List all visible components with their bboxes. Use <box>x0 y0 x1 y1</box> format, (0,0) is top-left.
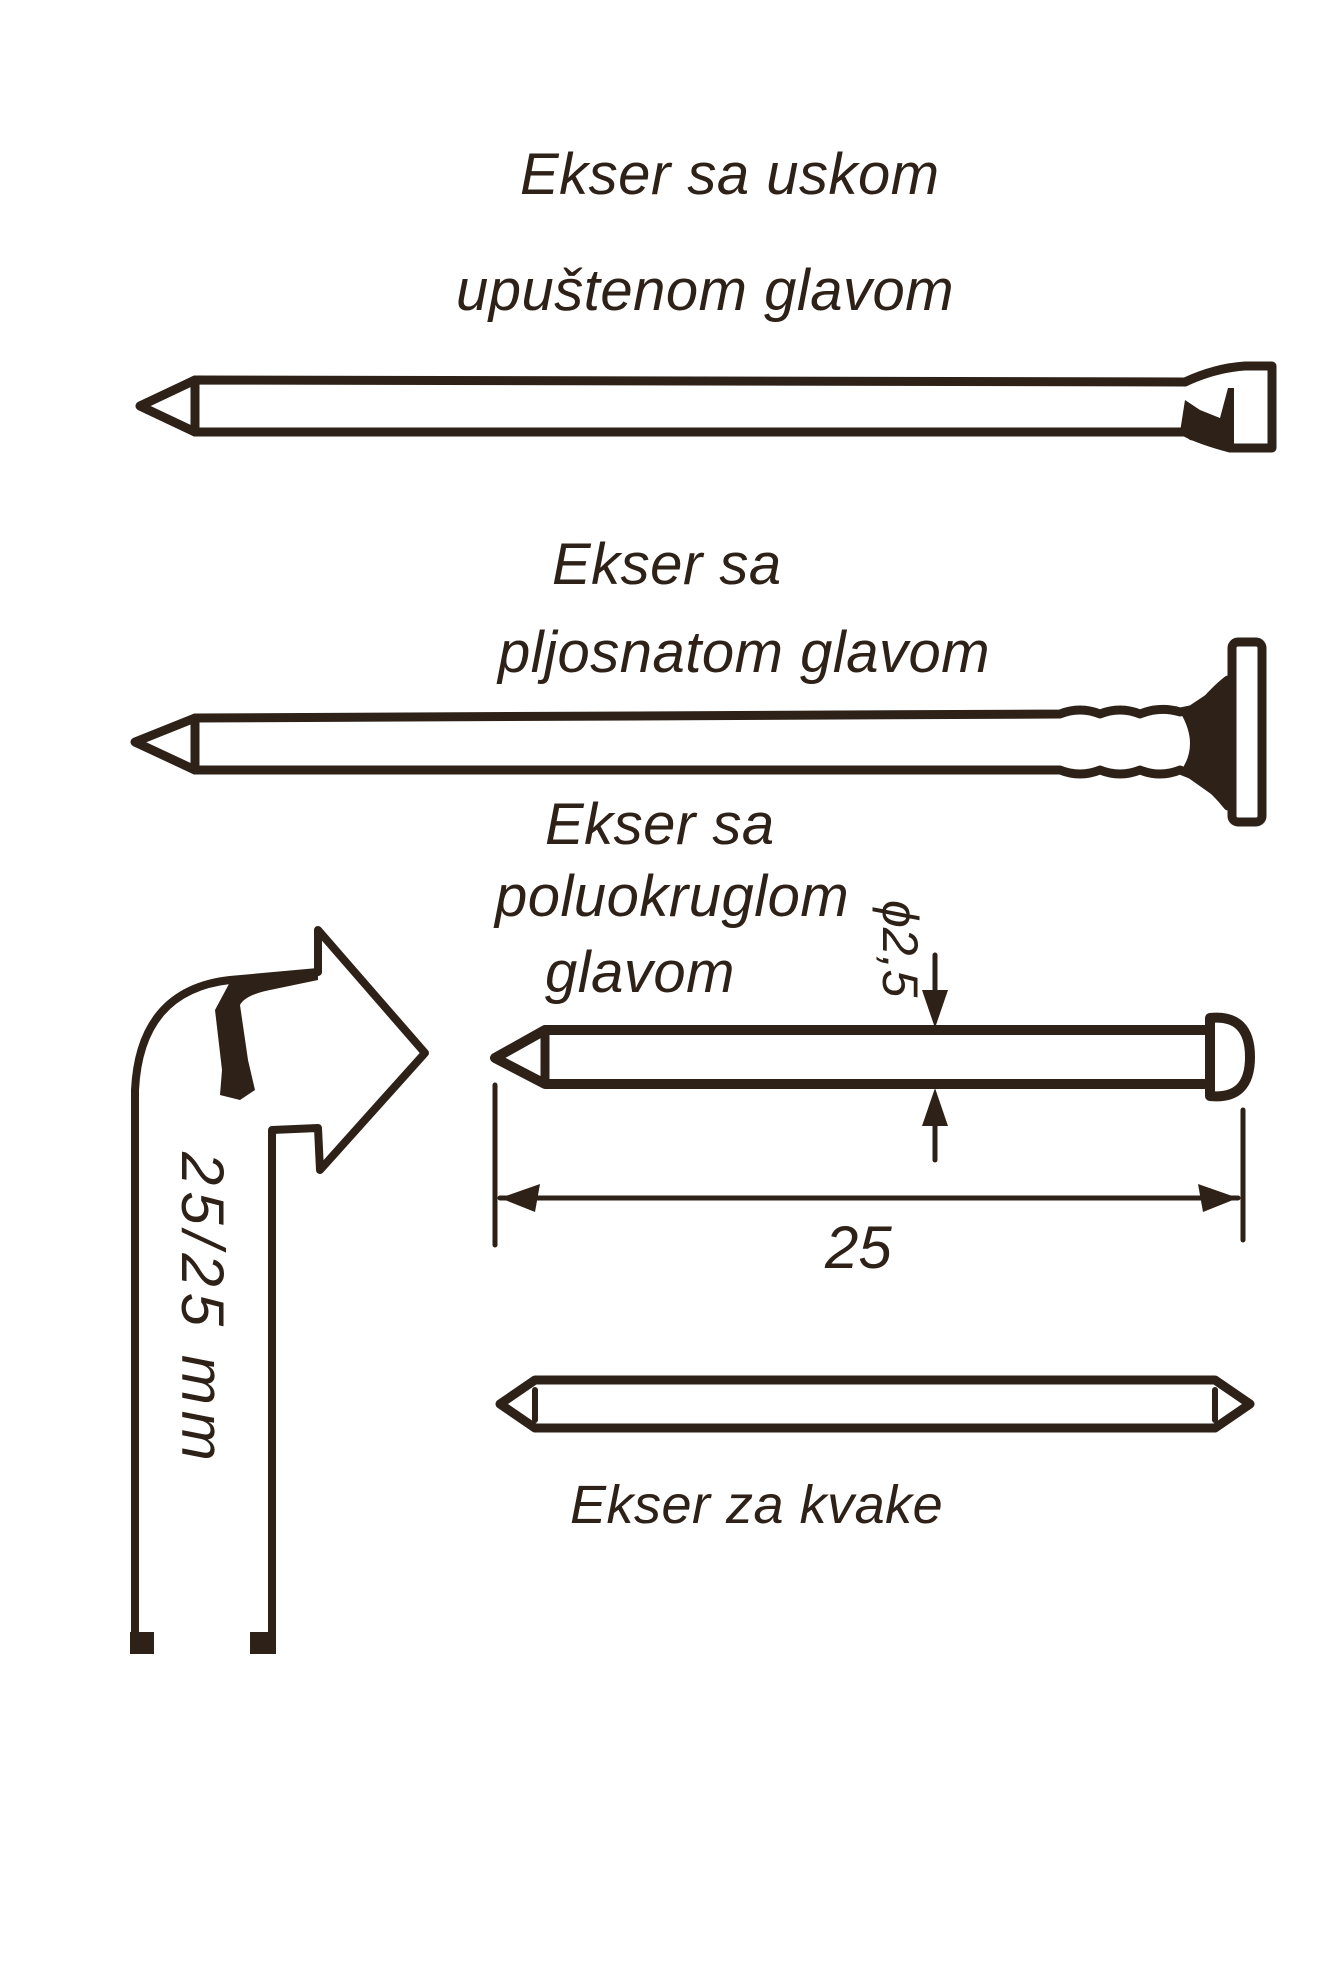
nail-1-title-line1: Ekser sa uskom <box>520 142 940 207</box>
length-dimension <box>492 1082 1246 1248</box>
nail-3-title-line1: Ekser sa <box>545 792 775 857</box>
diameter-dimension <box>922 952 948 1163</box>
bent-arrow-size-label: 25/25 mm <box>169 1152 236 1467</box>
nail-3-title-line2: poluokruglom <box>495 864 850 929</box>
length-label: 25 <box>825 1214 892 1281</box>
nail-narrow-countersunk <box>135 361 1277 453</box>
nail-2-title-line1: Ekser sa <box>552 532 782 597</box>
nail-1-title-line2: upuštenom glavom <box>456 258 955 323</box>
diameter-label: ϕ2,5 <box>872 900 928 998</box>
nail-half-round-head <box>490 1012 1255 1102</box>
nail-handle <box>495 1375 1255 1433</box>
nail-4-title: Ekser za kvake <box>570 1475 944 1535</box>
nail-3-title-line3: glavom <box>545 940 735 1005</box>
nail-2-title-line2: pljosnatom glavom <box>498 620 991 685</box>
nail-flat-head <box>130 637 1267 827</box>
bent-arrow-frame <box>130 926 429 1654</box>
